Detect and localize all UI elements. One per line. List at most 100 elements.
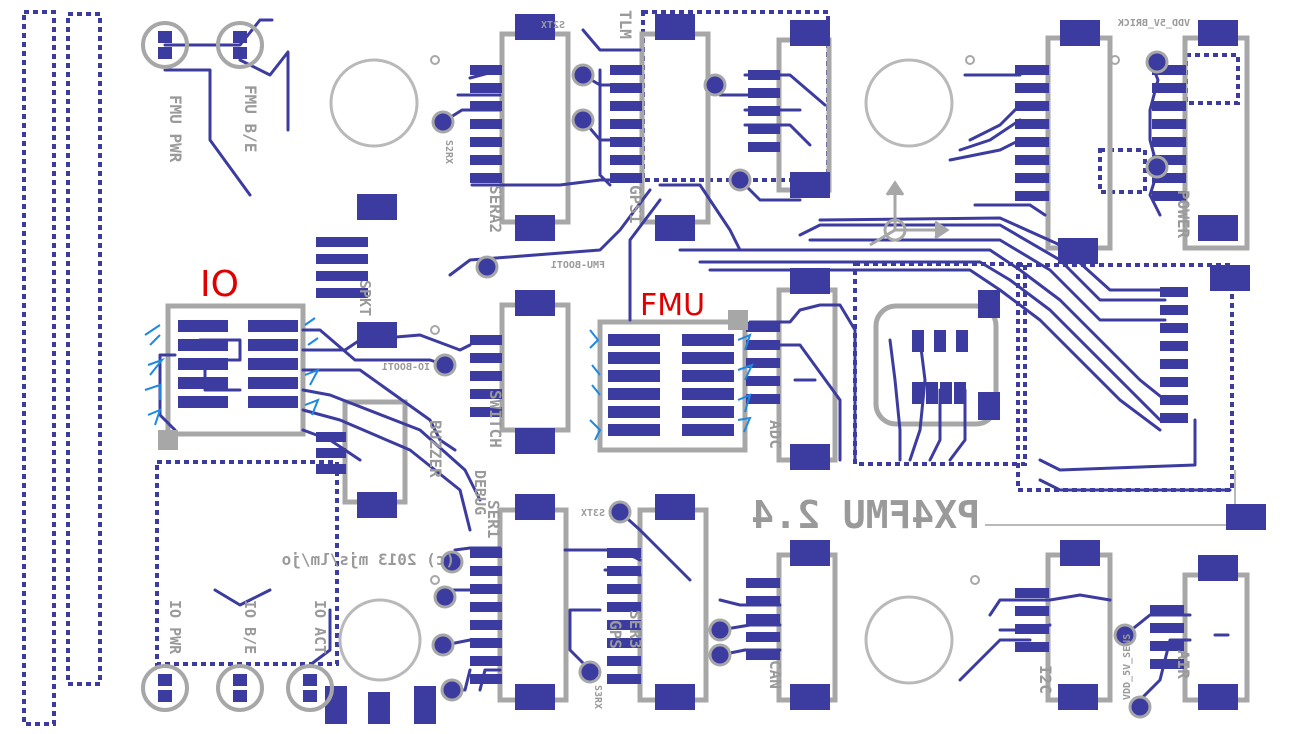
annotation-io: IO xyxy=(200,264,239,305)
pad xyxy=(178,320,228,332)
led-pad xyxy=(158,47,172,59)
pad xyxy=(316,464,346,474)
pad xyxy=(746,650,780,660)
led-pad xyxy=(158,31,172,43)
pad-s3tx: S3TX xyxy=(581,508,605,519)
markers xyxy=(158,55,1120,585)
pad xyxy=(1152,191,1186,201)
pad xyxy=(748,142,780,152)
pad xyxy=(1150,659,1184,669)
pad xyxy=(248,358,298,370)
pad xyxy=(1058,684,1098,710)
connector-adc-body xyxy=(776,287,838,463)
pad xyxy=(248,339,298,351)
pad xyxy=(178,377,228,389)
label-ser1: SER1 xyxy=(484,500,503,539)
pad xyxy=(608,370,660,382)
pad xyxy=(746,578,780,588)
pad xyxy=(515,428,555,454)
pad xyxy=(470,353,502,363)
pad xyxy=(470,620,502,630)
label-power: POWER xyxy=(1174,190,1193,239)
pad xyxy=(608,388,660,400)
pad xyxy=(1198,684,1238,710)
pad xyxy=(1015,101,1049,111)
pad xyxy=(746,596,780,606)
pad xyxy=(607,584,641,594)
label-fmu-pwr: FMU PWR xyxy=(166,95,185,163)
pad xyxy=(1152,83,1186,93)
pad xyxy=(1060,20,1100,46)
pad xyxy=(470,548,502,558)
pad xyxy=(608,406,660,418)
pad xyxy=(470,407,502,417)
pad-s2rx: S2RX xyxy=(443,140,454,164)
pad xyxy=(610,83,642,93)
pad xyxy=(655,215,695,241)
pad xyxy=(470,137,502,147)
pad xyxy=(610,137,642,147)
pad xyxy=(1015,191,1049,201)
pad xyxy=(248,377,298,389)
pad xyxy=(610,65,642,75)
label-spkt: SPKT xyxy=(356,280,374,316)
mounting-holes xyxy=(329,58,954,685)
led-pad xyxy=(233,674,247,686)
pad xyxy=(607,656,641,666)
label-debug: DEBUG xyxy=(471,470,489,515)
pad xyxy=(607,638,641,648)
pad xyxy=(610,101,642,111)
pad xyxy=(515,494,555,520)
label-gps2: GPS xyxy=(606,620,625,649)
pad-s2tx: S2TX xyxy=(541,20,565,31)
vias xyxy=(431,50,1169,719)
pad xyxy=(368,692,390,724)
connector-air-body xyxy=(1182,572,1250,703)
pad xyxy=(746,322,780,332)
sensor-body xyxy=(873,303,999,427)
connector-sera2-body xyxy=(499,31,571,225)
pad-vdd-5v-sens: VDD_5V_SENS xyxy=(1122,634,1133,700)
traces xyxy=(158,18,1232,702)
label-buzzer: BUZZER xyxy=(426,420,445,478)
annotations: IO FMU xyxy=(144,264,754,441)
pad xyxy=(1015,137,1049,147)
pad xyxy=(178,396,228,408)
annotation-blue-marks xyxy=(144,317,754,441)
pad xyxy=(1160,395,1188,405)
label-gps1: GPS1 xyxy=(626,185,645,224)
pad xyxy=(414,686,436,724)
label-fmu-bae: FMU B/E xyxy=(241,85,260,152)
pad xyxy=(470,101,502,111)
pad xyxy=(1060,540,1100,566)
led-pad xyxy=(233,47,247,59)
connector-power-body xyxy=(1045,35,1113,251)
pad xyxy=(978,290,1000,318)
pad xyxy=(1015,83,1049,93)
pad xyxy=(316,271,368,281)
pad xyxy=(655,14,695,40)
pad xyxy=(470,335,502,345)
pad xyxy=(607,674,641,684)
connector-ser1-body xyxy=(497,507,569,703)
pad xyxy=(790,172,830,198)
pad xyxy=(746,614,780,624)
pad xyxy=(790,20,830,46)
pad xyxy=(956,330,968,352)
led-pad xyxy=(303,690,317,702)
led-ring xyxy=(216,664,264,712)
pad xyxy=(1152,137,1186,147)
label-tlm: TLM xyxy=(616,10,635,39)
pad xyxy=(610,173,642,183)
pad xyxy=(978,392,1000,420)
pad xyxy=(610,119,642,129)
pad xyxy=(316,254,368,264)
pad xyxy=(1198,215,1238,241)
pad xyxy=(1160,287,1188,297)
led-footprints xyxy=(141,21,334,712)
pad xyxy=(790,268,830,294)
connector-buzzer-body xyxy=(342,399,408,505)
pad xyxy=(1152,65,1186,75)
pad xyxy=(470,173,502,183)
pad xyxy=(1015,642,1049,652)
